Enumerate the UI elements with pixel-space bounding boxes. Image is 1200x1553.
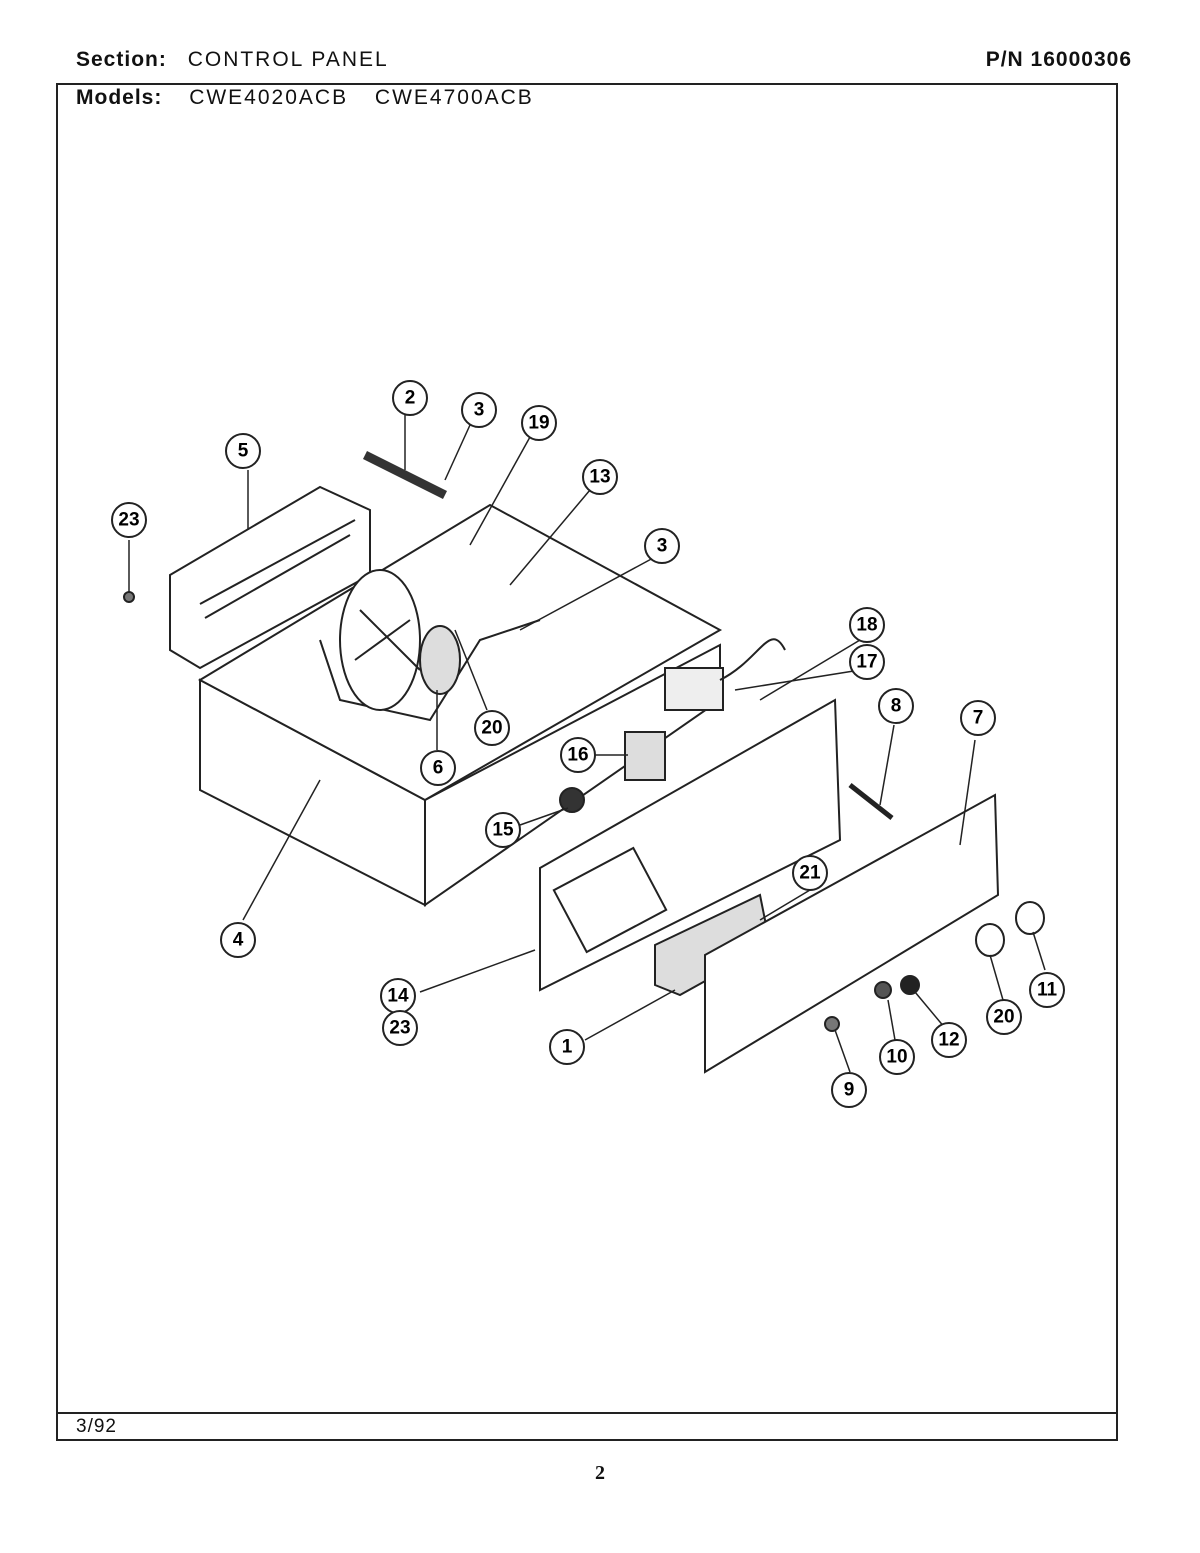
svg-text:6: 6 xyxy=(433,758,444,779)
callout-12: 12 xyxy=(931,1022,967,1058)
callout-21: 20 xyxy=(474,710,510,746)
svg-text:10: 10 xyxy=(886,1047,907,1068)
model-2: CWE4700ACB xyxy=(374,86,534,109)
callout-23b: 23 xyxy=(382,1010,418,1046)
page-number: 2 xyxy=(595,1462,605,1484)
callout-5: 5 xyxy=(225,433,261,469)
wire-harness xyxy=(362,450,448,500)
front-panel xyxy=(704,793,1000,1074)
svg-text:7: 7 xyxy=(973,708,984,729)
models-header: Models: CWE4020ACB CWE4700ACB xyxy=(76,86,534,110)
diagram-frame xyxy=(56,83,1118,1441)
svg-text:12: 12 xyxy=(938,1030,959,1051)
callout-8: 8 xyxy=(878,688,914,724)
svg-text:17: 17 xyxy=(856,652,877,673)
callout-3: 3 xyxy=(461,392,497,428)
section-label: Section: xyxy=(76,48,167,71)
svg-text:2: 2 xyxy=(405,388,416,409)
leader-lines xyxy=(128,415,1046,1073)
callout-14: 14 xyxy=(380,978,416,1014)
callout-2: 2 xyxy=(392,380,428,416)
svg-text:4: 4 xyxy=(233,930,244,951)
part-number: P/N 16000306 xyxy=(985,48,1132,71)
svg-text:14: 14 xyxy=(387,986,409,1007)
callout-group: 2 3 19 13 3 5 23 20 6 18 17 16 15 8 7 4 … xyxy=(111,380,1065,1108)
callout-13: 13 xyxy=(582,459,618,495)
section-header: Section: CONTROL PANEL xyxy=(76,48,389,72)
blower-cover xyxy=(169,485,371,670)
svg-text:13: 13 xyxy=(589,467,610,488)
svg-text:3: 3 xyxy=(657,536,668,557)
screw-23 xyxy=(123,591,135,603)
svg-text:11: 11 xyxy=(1037,980,1058,1001)
control-bracket xyxy=(539,698,842,992)
knob-9 xyxy=(824,1016,840,1032)
svg-text:23: 23 xyxy=(389,1018,410,1039)
callout-18: 18 xyxy=(849,607,885,643)
svg-text:21: 21 xyxy=(799,863,821,884)
svg-text:8: 8 xyxy=(891,696,902,717)
svg-text:9: 9 xyxy=(844,1080,855,1101)
knob-11 xyxy=(1015,901,1045,935)
callout-16: 16 xyxy=(560,737,596,773)
callout-10: 10 xyxy=(879,1039,915,1075)
svg-text:1: 1 xyxy=(562,1037,573,1058)
svg-text:18: 18 xyxy=(856,615,877,636)
svg-text:23: 23 xyxy=(118,510,139,531)
svg-text:15: 15 xyxy=(492,820,514,841)
svg-text:20: 20 xyxy=(481,718,502,739)
callout-17: 17 xyxy=(849,644,885,680)
callout-4: 4 xyxy=(220,922,256,958)
svg-text:3: 3 xyxy=(474,400,485,421)
switch-16 xyxy=(624,731,666,781)
knob-20 xyxy=(975,923,1005,957)
knob-15 xyxy=(559,787,585,813)
svg-text:20: 20 xyxy=(993,1007,1014,1028)
callout-9: 9 xyxy=(831,1072,867,1108)
model-1: CWE4020ACB xyxy=(189,86,349,109)
revision-date: 3/92 xyxy=(76,1416,117,1437)
callout-19: 19 xyxy=(521,405,557,441)
callout-7: 7 xyxy=(960,700,996,736)
callout-3b: 3 xyxy=(644,528,680,564)
svg-text:19: 19 xyxy=(528,413,549,434)
callout-20: 20 xyxy=(986,999,1022,1035)
knob-12 xyxy=(900,975,920,995)
shaft-8 xyxy=(848,783,894,820)
timer-switch xyxy=(664,638,786,711)
section-value: CONTROL PANEL xyxy=(187,48,389,71)
callout-22: 21 xyxy=(792,855,828,891)
callout-23a: 23 xyxy=(111,502,147,538)
callout-11: 11 xyxy=(1029,972,1065,1008)
callout-1: 1 xyxy=(549,1029,585,1065)
fan-motor xyxy=(339,569,461,711)
models-label: Models: xyxy=(76,86,163,109)
svg-text:5: 5 xyxy=(238,441,249,462)
callout-6: 6 xyxy=(420,750,456,786)
callout-15: 15 xyxy=(485,812,521,848)
knob-10 xyxy=(874,981,892,999)
footer-divider xyxy=(56,1412,1118,1414)
svg-text:16: 16 xyxy=(567,745,588,766)
